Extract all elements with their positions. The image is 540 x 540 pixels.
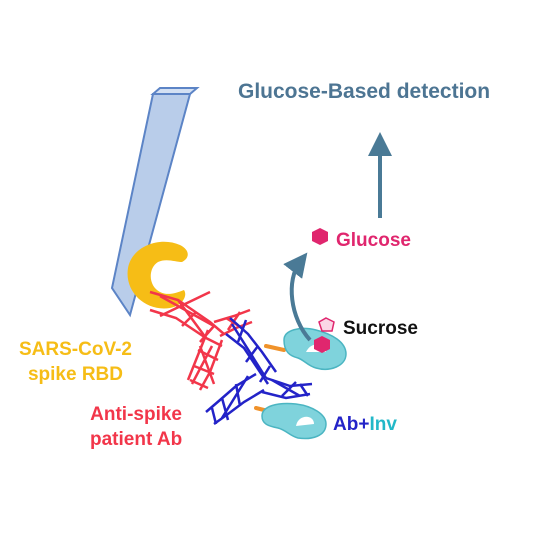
spike-rbd-label: SARS-CoV-2 spike RBD <box>19 337 132 387</box>
sucrose-label: Sucrose <box>343 318 418 339</box>
patient-antibody-label-line2: patient Ab <box>90 428 183 450</box>
sucrose-pentagon-icon <box>314 317 335 353</box>
invertase-enzyme-icon <box>261 402 327 440</box>
glucose-label: Glucose <box>336 230 411 251</box>
inv-label: Inv <box>369 414 397 435</box>
plus-label: + <box>358 414 370 435</box>
surface-slab-icon <box>110 87 200 318</box>
spike-rbd-icon <box>127 241 188 309</box>
ab-inv-label: Ab+Inv <box>333 414 397 436</box>
patient-antibody-label-line1: Anti-spike <box>90 404 183 425</box>
glucose-hexagon-icon <box>312 228 328 245</box>
detection-title: Glucose-Based detection <box>238 80 491 103</box>
ab-label: Ab <box>333 414 359 435</box>
spike-rbd-label-line1: SARS-CoV-2 <box>19 339 132 360</box>
patient-antibody-icon <box>149 290 253 391</box>
conversion-arrow <box>283 252 312 342</box>
spike-rbd-label-line2: spike RBD <box>27 364 123 386</box>
patient-antibody-label: Anti-spike patient Ab <box>90 403 182 452</box>
conjugate-antibody-icon <box>205 317 313 426</box>
